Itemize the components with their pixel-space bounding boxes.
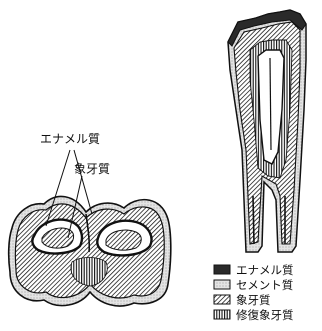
legend-swatch-dentin: [214, 295, 230, 304]
legend-swatch-cementum: [214, 280, 230, 289]
legend-item-repair-dentin: 修復象牙質: [214, 308, 294, 322]
enamel-label: エナメル質: [40, 131, 100, 146]
legend-item-cementum: セメント質: [214, 278, 293, 292]
legend-swatch-enamel: [214, 265, 230, 274]
legend: エナメル質 セメント質 象牙質 修復象牙質: [214, 263, 294, 322]
legend-label-cementum: セメント質: [236, 278, 293, 292]
legend-label-repair-dentin: 修復象牙質: [236, 308, 294, 322]
legend-label-dentin: 象牙質: [236, 293, 271, 307]
worn-molar-diagram: エナメル質 象牙質: [9, 131, 171, 306]
molar-right-inner-dentin: [106, 230, 141, 250]
legend-item-dentin: 象牙質: [214, 293, 271, 307]
incisor-long-section-diagram: [228, 10, 306, 252]
legend-swatch-repair-dentin: [214, 310, 230, 319]
legend-label-enamel: エナメル質: [236, 263, 294, 277]
incisor-root-canal-left: [253, 196, 254, 244]
dentin-label: 象牙質: [74, 161, 110, 176]
legend-item-enamel: エナメル質: [214, 263, 294, 277]
